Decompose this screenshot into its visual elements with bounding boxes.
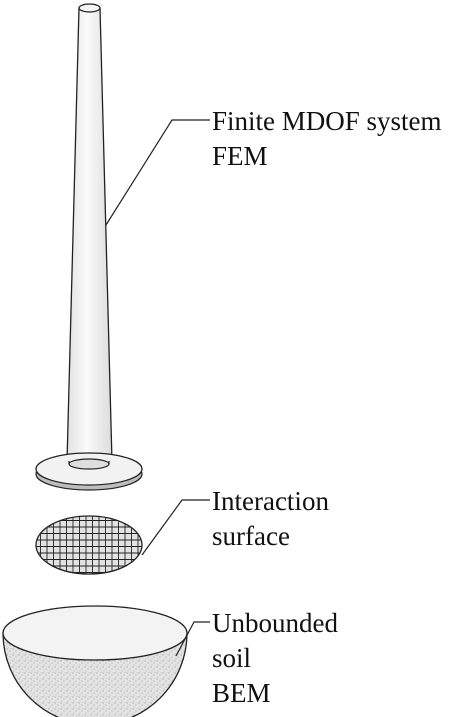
label-fem-line1: Finite MDOF system	[212, 106, 442, 136]
tower-shaft	[66, 7, 113, 463]
soil-half-space	[2, 605, 188, 717]
interaction-surface-mesh	[35, 515, 143, 575]
label-interaction-line1: Interaction	[212, 486, 329, 516]
label-soil-line1: Unbounded	[212, 608, 338, 638]
leader-fem	[105, 119, 210, 226]
tower-top	[78, 3, 101, 13]
leader-interaction	[141, 499, 210, 556]
label-soil-line3: BEM	[212, 678, 271, 708]
label-soil-line2: soil	[212, 643, 252, 673]
tower	[66, 3, 113, 463]
label-fem-line2: FEM	[212, 141, 268, 171]
foundation-disk	[35, 452, 143, 491]
leader-lines	[105, 119, 210, 657]
leader-soil	[175, 621, 210, 657]
label-interaction-line2: surface	[212, 521, 290, 551]
